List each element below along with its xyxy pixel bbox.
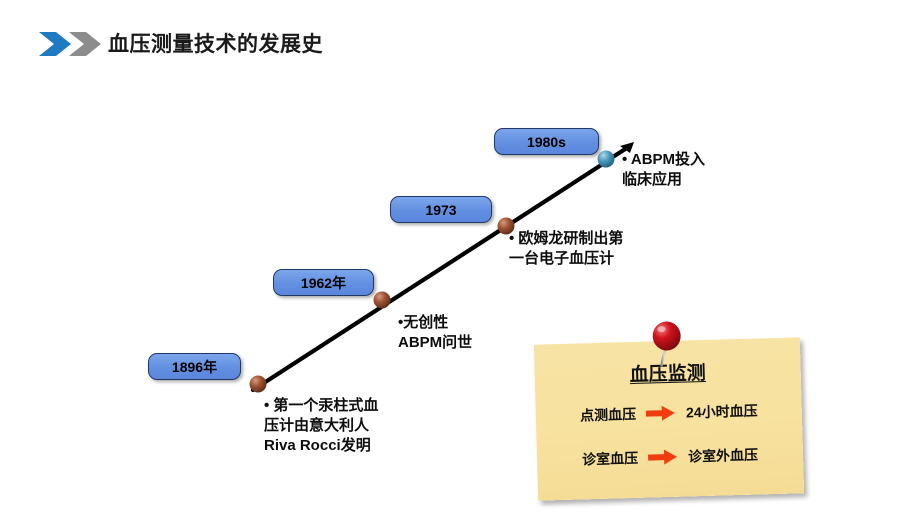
pushpin-icon	[647, 319, 686, 370]
timeline-event-description-1962: •无创性 ABPM问世	[398, 314, 473, 351]
sticky-note-panel: 血压监测 点测血压 24小时血压 诊室血压 诊室外血压	[533, 321, 805, 501]
sticky-note-row-1: 诊室血压 诊室外血压	[537, 443, 803, 470]
slide-header: 血压测量技术的发展史	[0, 0, 920, 78]
timeline-marker-1896	[249, 375, 267, 393]
sticky-note-row-0: 点测血压 24小时血压	[536, 399, 802, 426]
timeline-marker-1962	[373, 291, 391, 309]
chevron-double-right-icon	[38, 30, 104, 58]
sticky-note-row-0-to: 24小时血压	[685, 402, 758, 421]
timeline-year-badge-1896[interactable]: 1896年	[148, 353, 241, 380]
arrow-right-icon	[645, 405, 676, 422]
arrow-right-icon	[647, 449, 678, 466]
timeline-event-description-1896: • 第一个汞柱式血 压计由意大利人 Riva Rocci发明	[264, 397, 379, 454]
page-title: 血压测量技术的发展史	[108, 33, 323, 56]
sticky-note-row-0-from: 点测血压	[579, 405, 637, 424]
sticky-note-row-1-from: 诊室血压	[581, 449, 639, 468]
timeline-event-description-1973: • 欧姆龙研制出第 一台电子血压计	[509, 230, 624, 267]
sticky-note-row-1-to: 诊室外血压	[687, 446, 759, 465]
timeline-year-badge-1973[interactable]: 1973	[390, 196, 492, 223]
timeline-event-description-1980s: • ABPM投入 临床应用	[622, 151, 706, 188]
timeline-year-badge-1962[interactable]: 1962年	[273, 269, 374, 296]
timeline-marker-1980s	[597, 150, 615, 168]
timeline-year-badge-1980s[interactable]: 1980s	[494, 128, 599, 155]
